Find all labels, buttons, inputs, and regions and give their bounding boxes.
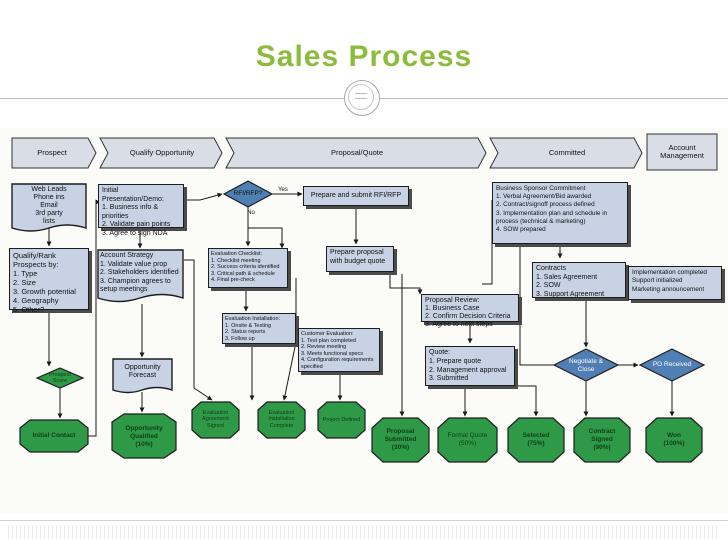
formal-quote-label: Formal Quote (50%) <box>447 432 488 447</box>
phase-qualify-opportunity: Qualify Opportunity <box>129 148 195 157</box>
po-received-label: PO Received <box>652 361 692 368</box>
won-label: Won (100%) <box>663 432 685 447</box>
account-strategy-shape <box>97 249 184 303</box>
milestone-contract-signed <box>573 417 631 463</box>
po-diamond <box>638 348 706 382</box>
proposal-review-box: Proposal Review: 1. Business Case 2. Con… <box>421 294 519 328</box>
evaluation-installation-box: Evaluation Installation: 1. Onsite & Tes… <box>222 313 296 344</box>
implementation-box: Implementation completed Support initial… <box>628 266 722 300</box>
opportunity-forecast-label: Opportunity Forecast <box>124 364 161 379</box>
diagram-graphics <box>11 133 718 463</box>
title-rule-left <box>0 98 344 99</box>
milestone-proposal-submitted <box>371 417 430 463</box>
no-label: No <box>247 210 255 216</box>
prepare-proposal-box: Prepare proposal with budget quote <box>326 246 394 272</box>
web-leads-shape <box>11 183 87 232</box>
web-leads-label: Web Leads Phone ins Email 3rd party list… <box>31 186 67 225</box>
connectors <box>46 191 675 437</box>
sales-process-diagram: Prospect Qualify Opportunity Proposal/Qu… <box>0 128 728 514</box>
milestone-prospect-score <box>35 367 85 389</box>
phase-headers <box>11 133 718 171</box>
phase-chevron-qualify <box>99 137 223 169</box>
milestone-won <box>645 417 703 463</box>
yes-label: Yes <box>278 187 288 193</box>
milestone-opportunity-qualified <box>111 413 177 459</box>
project-defined-label: Project Defined <box>322 417 361 423</box>
customer-evaluation-box: Customer Evaluation: 1. Test plan comple… <box>298 328 380 372</box>
milestone-initial-contact <box>19 419 89 453</box>
opportunity-forecast-shape <box>112 358 173 394</box>
bottom-pattern <box>8 525 720 539</box>
evaluation-checklist-box: Evaluation Checklist: 1. Checklist meeti… <box>208 248 288 288</box>
phase-chevron-committed <box>489 137 643 169</box>
account-strategy-label: Account Strategy 1. Validate value prop … <box>100 252 179 293</box>
initial-presentation-box: Initial Presentation/Demo: 1. Business i… <box>98 184 184 237</box>
phase-committed: Committed <box>548 148 586 157</box>
proposal-submitted-label: Proposal Submitted (30%) <box>384 428 417 451</box>
contract-signed-label: Contract Signed (90%) <box>588 428 616 451</box>
page-title: Sales Process <box>255 40 473 73</box>
phase-prospect: Prospect <box>37 148 67 157</box>
phase-chevron-prospect <box>11 137 97 169</box>
milestones <box>19 367 703 463</box>
initial-contact-label: Initial Contact <box>32 432 76 439</box>
contracts-box: Contracts 1. Sales Agreement 2. SOW 3. S… <box>532 262 626 298</box>
prepare-submit-box: Prepare and submit RFI/RFP <box>303 186 409 206</box>
milestone-project-defined <box>317 401 366 439</box>
rfi-rfp-label: RFI/RFP? <box>233 190 263 197</box>
qualify-rank-box: Qualify/Rank Prospects by: 1. Type 2. Si… <box>9 248 89 314</box>
title-rule-right <box>378 98 728 99</box>
title-ornament-inner <box>348 84 374 110</box>
milestone-formal-quote <box>437 417 498 463</box>
eval-agreement-label: Evaluation Agreement Signed <box>202 410 229 429</box>
milestone-eval-installation <box>257 401 306 439</box>
phase-account-management: Account Management <box>660 143 704 160</box>
milestone-eval-agreement <box>191 401 240 439</box>
phase-proposal-quote: Proposal/Quote <box>330 148 384 157</box>
selected-label: Selected (75%) <box>522 432 550 447</box>
opportunity-qualified-label: Opportunity Qualified (10%) <box>125 425 163 448</box>
quote-box: Quote: 1. Prepare quote 2. Management ap… <box>425 346 515 386</box>
phase-box-account <box>646 133 718 171</box>
phase-chevron-proposal <box>225 137 487 169</box>
negotiate-close-label: Negotiate & Close <box>569 358 603 373</box>
prospect-score-label: Prospect Score <box>49 372 71 385</box>
business-sponsor-box: Business Sponsor Commitment 1. Verbal Ag… <box>492 182 628 244</box>
milestone-selected <box>507 417 565 463</box>
eval-installation-label: Evaluation Installation Complete <box>268 410 295 429</box>
